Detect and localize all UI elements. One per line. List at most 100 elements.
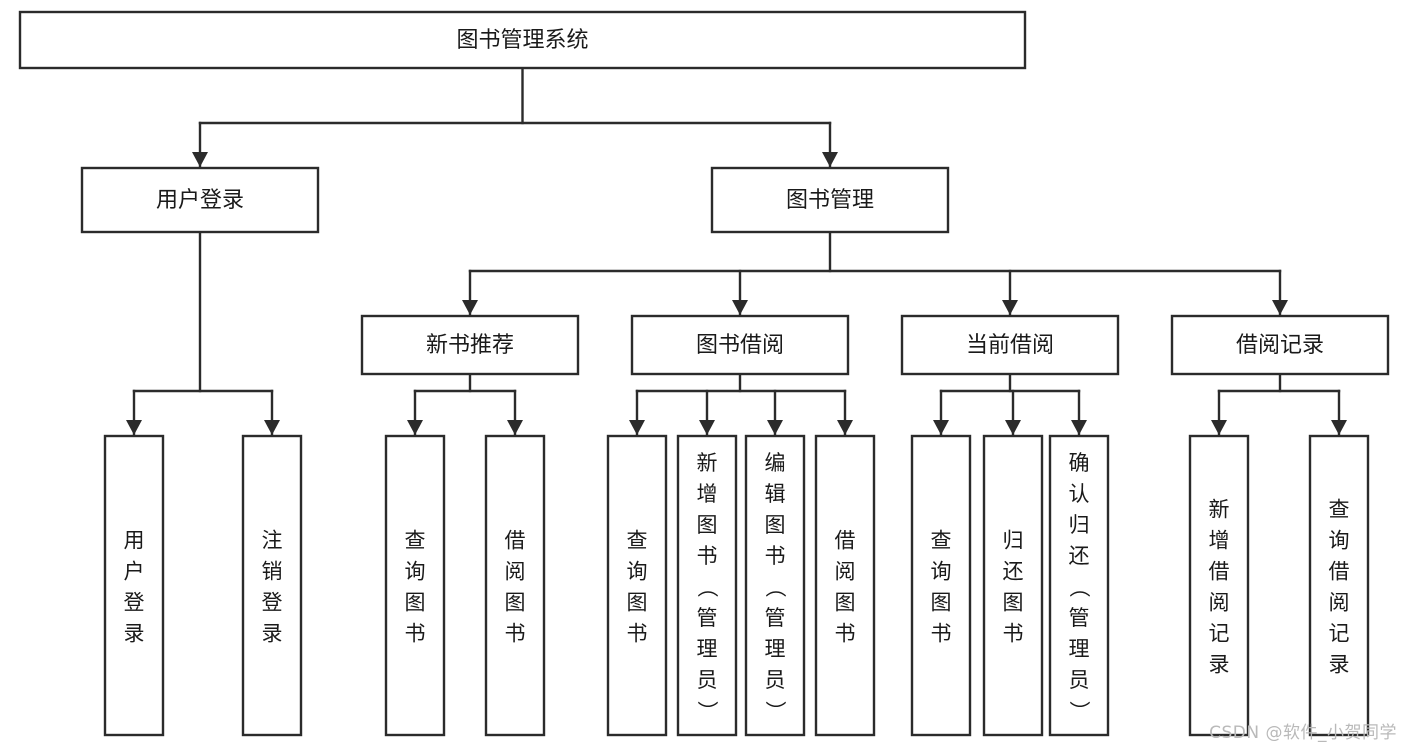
edges-layer (126, 66, 1347, 437)
node-label-char: 录 (1329, 653, 1350, 677)
arrow-head (192, 152, 208, 167)
arrow-head (126, 420, 142, 435)
node-label-char: 借 (1209, 560, 1230, 584)
node-label-char: 书 (1003, 622, 1024, 646)
node-book-manage[interactable]: 图书管理 (710, 166, 950, 234)
node-label-char: 书 (505, 622, 526, 646)
node-label-char: 增 (697, 482, 718, 506)
arrow-head (1005, 420, 1021, 435)
node-label-char: 阅 (1329, 591, 1350, 615)
node-box (484, 434, 546, 737)
node-label-char: 询 (405, 560, 426, 584)
arrow-head (732, 300, 748, 315)
arrow-head (699, 420, 715, 435)
node-label-char: 图 (627, 591, 648, 615)
node-label-char: 记 (1329, 622, 1350, 646)
node-label-char: 询 (1329, 529, 1350, 553)
node-box (103, 434, 165, 737)
node-label-char: 询 (931, 560, 952, 584)
node-label-char: 确 (1069, 451, 1090, 475)
node-book-borrow[interactable]: 图书借阅 (630, 314, 850, 376)
nodes-layer: 图书管理系统用户登录图书管理新书推荐图书借阅当前借阅借阅记录用户登录注销登录查询… (18, 10, 1390, 737)
node-label-char: 理 (697, 637, 718, 661)
node-box (982, 434, 1044, 737)
node-label-char: 理 (765, 637, 786, 661)
node-label-char: 理 (1069, 637, 1090, 661)
node-label-char: 书 (627, 622, 648, 646)
node-label-char: 注 (262, 529, 283, 553)
arrow-head (837, 420, 853, 435)
node-box (1188, 434, 1250, 737)
arrow-head (822, 152, 838, 167)
node-label-char: 认 (1069, 482, 1090, 506)
node-label-char: 书 (405, 622, 426, 646)
node-label-char: 图 (697, 513, 718, 537)
node-label-char: ） (1067, 701, 1091, 722)
node-label-char: 图 (505, 591, 526, 615)
node-root-图书管理系统[interactable]: 图书管理系统 (18, 10, 1027, 70)
node-label-char: 查 (1329, 498, 1350, 522)
node-new-book-rec[interactable]: 新书推荐 (360, 314, 580, 376)
arrow-head (1272, 300, 1288, 315)
arrow-head (507, 420, 523, 435)
node-label-char: （ (1067, 577, 1091, 598)
node-label-char: 管 (697, 606, 718, 630)
node-box (630, 314, 850, 376)
node-label-char: 辑 (765, 482, 786, 506)
node-label-char: 图 (1003, 591, 1024, 615)
node-box (384, 434, 446, 737)
node-label-char: 归 (1069, 513, 1090, 537)
node-label-char: 询 (627, 560, 648, 584)
node-label: 用户登录 (156, 188, 244, 213)
node-label-char: 管 (765, 606, 786, 630)
node-label-char: 阅 (835, 560, 856, 584)
node-label-char: 员 (697, 668, 718, 692)
node-current-borrow[interactable]: 当前借阅 (900, 314, 1120, 376)
node-label: 图书管理 (786, 188, 874, 213)
node-label-char: 图 (405, 591, 426, 615)
node-label-char: 查 (405, 529, 426, 553)
node-label-char: 户 (124, 560, 145, 584)
arrow-head (407, 420, 423, 435)
node-box (676, 434, 738, 737)
node-label-char: 图 (835, 591, 856, 615)
node-box (241, 434, 303, 737)
node-label-char: ） (763, 701, 787, 722)
node-borrow-record[interactable]: 借阅记录 (1170, 314, 1390, 376)
node-label-char: 借 (505, 529, 526, 553)
node-label-char: 书 (697, 544, 718, 568)
node-box (360, 314, 580, 376)
node-box (1308, 434, 1370, 737)
node-label-char: 阅 (1209, 591, 1230, 615)
node-box (1170, 314, 1390, 376)
node-label-char: （ (763, 577, 787, 598)
node-label-char: 登 (262, 591, 283, 615)
node-label-char: 登 (124, 591, 145, 615)
node-label-char: 管 (1069, 606, 1090, 630)
node-label-char: 借 (1329, 560, 1350, 584)
node-label: 借阅记录 (1236, 333, 1324, 358)
node-box (744, 434, 806, 737)
arrow-head (629, 420, 645, 435)
node-user-login[interactable]: 用户登录 (80, 166, 320, 234)
node-leaf-user-login[interactable]: 用户登录 (103, 434, 165, 737)
node-label: 图书借阅 (696, 333, 784, 358)
node-label-char: 录 (262, 622, 283, 646)
node-box (910, 434, 972, 737)
node-label: 当前借阅 (966, 333, 1054, 358)
node-label-char: 增 (1209, 529, 1230, 553)
